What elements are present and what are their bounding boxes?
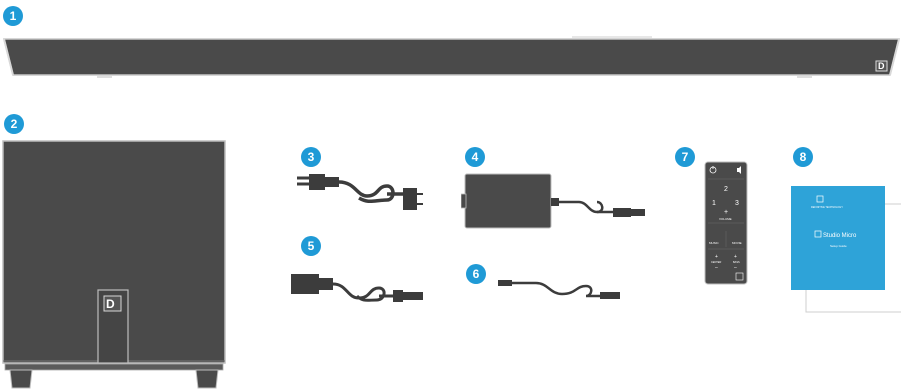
- guide-subtitle: Setup Guide: [830, 244, 847, 248]
- remote-music-label: MUSIC: [709, 241, 720, 245]
- guide-product-name: Studio Micro: [823, 233, 857, 239]
- callout-badge-2: 2: [4, 114, 24, 134]
- callout-badge-6: 6: [466, 264, 486, 284]
- power-cord-image: [295, 172, 425, 218]
- power-cord-alt-image: [289, 268, 425, 310]
- svg-text:+: +: [715, 254, 718, 260]
- remote-key-1: 1: [712, 200, 716, 207]
- svg-text:+: +: [724, 209, 728, 216]
- svg-text:D: D: [878, 61, 885, 71]
- svg-text:–: –: [734, 265, 737, 271]
- remote-volume-label: VOLUME: [719, 217, 732, 221]
- svg-text:–: –: [715, 265, 718, 271]
- callout-badge-3: 3: [301, 147, 321, 167]
- subwoofer-image: D: [2, 140, 226, 389]
- setup-guide-image: DEFINITIVE TECHNOLOGY Studio Micro Setup…: [786, 182, 901, 314]
- optical-cable-image: [496, 280, 626, 302]
- svg-text:D: D: [106, 297, 115, 311]
- remote-key-3: 3: [735, 200, 739, 207]
- callout-badge-7: 7: [675, 147, 695, 167]
- svg-text:+: +: [734, 254, 737, 260]
- remote-center-label: CENTER: [711, 261, 721, 264]
- soundbar-image: D: [2, 36, 901, 78]
- remote-bass-label: BASS: [733, 261, 740, 264]
- remote-movie-label: MOVIE: [732, 241, 742, 245]
- callout-badge-1: 1: [3, 6, 23, 26]
- guide-tagline: DEFINITIVE TECHNOLOGY: [811, 206, 843, 209]
- callout-badge-5: 5: [301, 236, 321, 256]
- remote-control-image: 2 1 3 + VOLUME MUSIC MOVIE + + CENTER BA…: [704, 161, 748, 285]
- remote-key-2: 2: [724, 186, 728, 193]
- callout-badge-8: 8: [793, 147, 813, 167]
- callout-badge-4: 4: [465, 147, 485, 167]
- power-adapter-image: [461, 172, 647, 230]
